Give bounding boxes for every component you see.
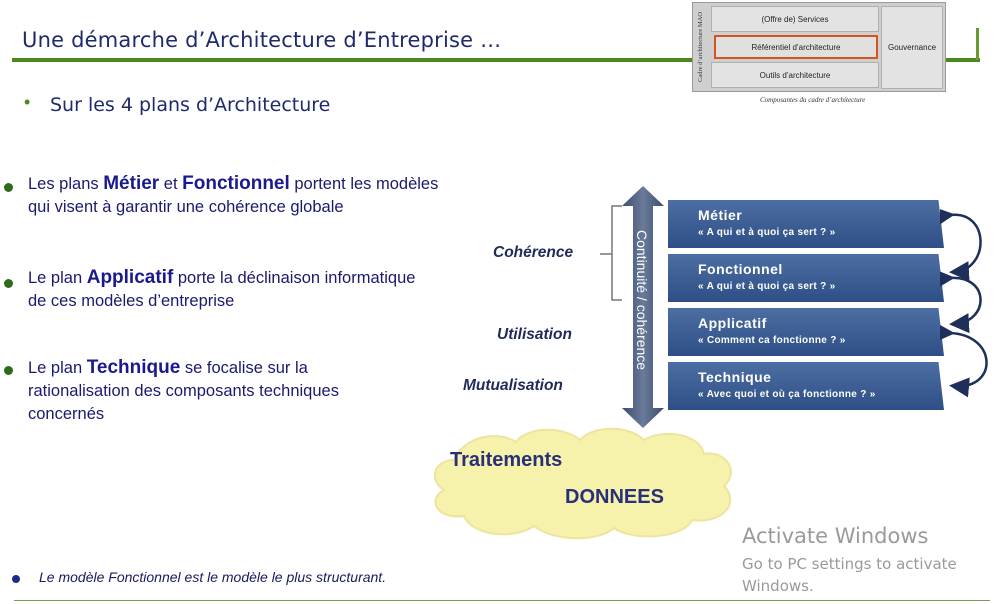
plan-applicatif: Applicatif « Comment ca fonctionne ? » [668, 308, 944, 356]
coherence-bracket [600, 205, 622, 301]
slide-title: Une démarche d’Architecture d’Entreprise… [22, 28, 502, 52]
bullet-dot-icon [4, 183, 13, 192]
footer-note: Le modèle Fonctionnel est le modèle le p… [39, 569, 387, 585]
plan-subtitle: « A qui et à quoi ça sert ? » [698, 227, 836, 238]
bullet-text: portent les modèles qui visent à garanti… [28, 175, 439, 216]
bullet-text: Les plans [28, 175, 104, 193]
inset-gouvernance-box: Gouvernance [881, 6, 943, 89]
plan-title: Fonctionnel [698, 261, 783, 277]
curved-arrows-icon [940, 206, 988, 398]
plan-title: Métier [698, 207, 743, 223]
bullet-text: porte la déclinaison informatique de ces… [28, 269, 416, 310]
side-label-utilisation: Utilisation [497, 326, 572, 343]
plan-title: Applicatif [698, 315, 767, 331]
inset-referentiel-box: Référentiel d’architecture [714, 35, 878, 59]
bullet-text: Le plan [28, 359, 87, 377]
bullet-text: se focalise sur la rationalisation des c… [28, 359, 339, 423]
slide-subtitle: Sur les 4 plans d’Architecture [50, 94, 331, 116]
activate-windows-line1: Go to PC settings to activate [742, 555, 957, 573]
activate-windows-title: Activate Windows [742, 524, 929, 548]
inset-caption: Composantes du cadre d’architecture [760, 96, 866, 104]
activate-windows-line2: Windows. [742, 577, 814, 595]
plan-subtitle: « Avec quoi et où ça fonctionne ? » [698, 389, 876, 400]
cloud-donnees-label: DONNEES [565, 486, 664, 508]
bullet-emphasis: Applicatif [86, 267, 174, 288]
bullet-dot-icon [4, 279, 13, 288]
plan-fonctionnel: Fonctionnel « A qui et à quoi ça sert ? … [668, 254, 944, 302]
bullet-emphasis: Fonctionnel [182, 173, 290, 194]
data-cloud-shape [433, 427, 732, 540]
arrow-label: Continuité / cohérence [634, 229, 650, 371]
architecture-framework-inset: Cadre d’architecture MAO (Offre de) Serv… [692, 2, 946, 92]
bullet-metier-fonctionnel: Les plans Métier et Fonctionnel portent … [28, 172, 448, 219]
bullet-emphasis: Technique [86, 357, 181, 378]
footer-rule [14, 600, 990, 601]
bullet-emphasis: Métier [103, 173, 160, 194]
bullet-text: Le plan [28, 269, 87, 287]
plan-title: Technique [698, 369, 772, 385]
side-label-mutualisation: Mutualisation [463, 377, 563, 394]
subtitle-bullet-icon: • [24, 92, 31, 112]
bullet-dot-icon [4, 366, 13, 375]
plan-technique: Technique « Avec quoi et où ça fonctionn… [668, 362, 944, 410]
title-underline [12, 58, 980, 62]
bullet-text: et [159, 175, 183, 193]
footer-bullet-icon [12, 575, 20, 583]
plan-subtitle: « Comment ca fonctionne ? » [698, 335, 846, 346]
side-label-coherence: Cohérence [493, 244, 574, 261]
cloud-traitements-label: Traitements [450, 449, 563, 471]
inset-side-label: Cadre d’architecture MAO [697, 11, 704, 83]
inset-outils-box: Outils d’architecture [711, 62, 879, 88]
plan-metier: Métier « A qui et à quoi ça sert ? » [668, 200, 944, 248]
bullet-applicatif: Le plan Applicatif porte la déclinaison … [28, 266, 428, 313]
plan-subtitle: « A qui et à quoi ça sert ? » [698, 281, 836, 292]
double-arrow-icon [622, 186, 664, 428]
inset-services-box: (Offre de) Services [711, 6, 879, 32]
title-rule-right [976, 28, 979, 60]
bullet-technique: Le plan Technique se focalise sur la rat… [28, 356, 388, 426]
